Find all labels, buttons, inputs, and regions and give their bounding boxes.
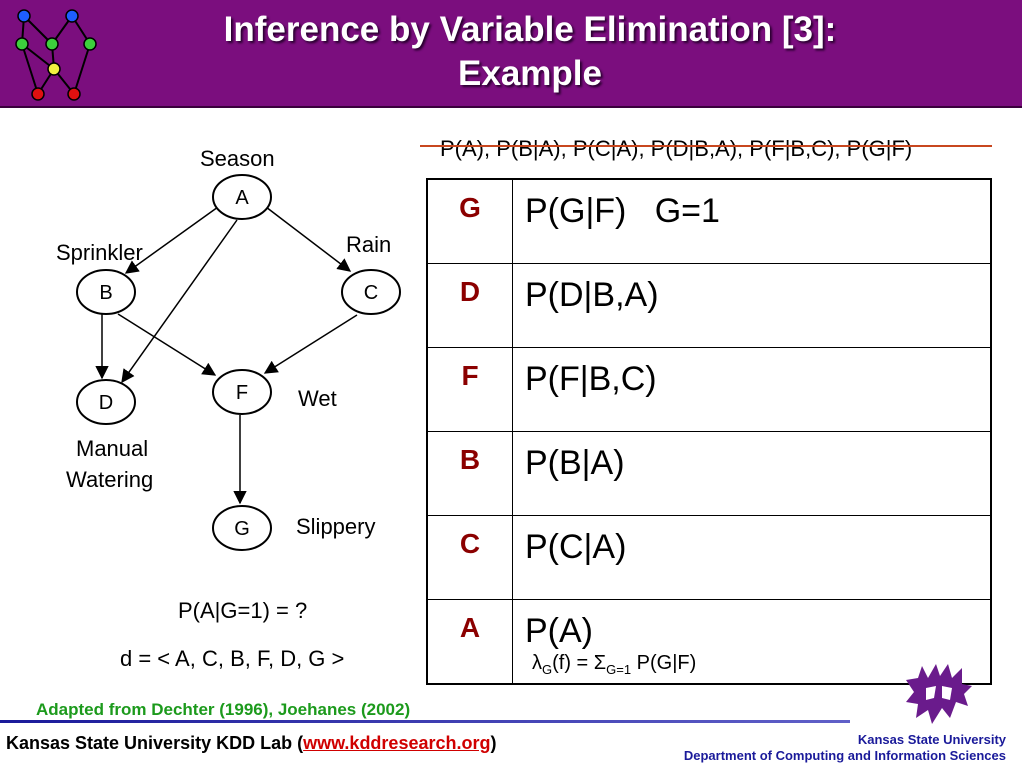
node-b: [76, 269, 136, 315]
lambda-symbol: λ: [532, 652, 542, 674]
bucket-function: P(G|F) G=1: [512, 178, 992, 264]
title-line-1: Inference by Variable Elimination [3]:: [223, 10, 837, 49]
edge-b-f: [117, 313, 217, 376]
attribution: Adapted from Dechter (1996), Joehanes (2…: [36, 700, 411, 719]
node-b-label: B: [99, 282, 112, 304]
bucket-function: P(B|A): [512, 431, 992, 516]
footer-divider: [0, 720, 850, 723]
edge-a-b: [124, 206, 219, 274]
table-row: B P(B|A): [426, 431, 992, 516]
factor-list: P(A), P(B|A), P(C|A), P(D|B,A), P(F|B,C)…: [440, 136, 913, 161]
node-d-label: D: [99, 392, 113, 414]
footer-lab: Kansas State University KDD Lab (www.kdd…: [6, 733, 497, 754]
node-a-label: A: [235, 187, 249, 209]
manual-label: Manual: [76, 436, 149, 461]
bucket-function: P(F|B,C): [512, 347, 992, 432]
slide-title: Inference by Variable Elimination [3]: E…: [140, 8, 920, 96]
lambda-formula: λG(f) = ΣG=1 P(G|F): [532, 652, 696, 677]
node-c-label: C: [364, 282, 378, 304]
kdd-research-link[interactable]: www.kddresearch.org: [303, 733, 491, 753]
strikethrough-line: [420, 145, 992, 147]
bucket-function: P(C|A): [512, 515, 992, 600]
table-row: A P(A): [426, 599, 992, 685]
slippery-label: Slippery: [296, 514, 376, 539]
node-a: [212, 174, 272, 220]
bucket-var: C: [426, 515, 513, 600]
lambda-sum: (f) = Σ: [552, 652, 607, 674]
watering-label: Watering: [66, 467, 154, 492]
edge-c-f: [263, 314, 358, 374]
bucket-table: G P(G|F) G=1 D P(D|B,A) F P(F|B,C) B P(B…: [426, 178, 992, 685]
node-c: [341, 269, 401, 315]
university-name: Kansas State University: [857, 732, 1006, 747]
lambda-factor: P(G|F): [631, 652, 697, 674]
footer-university: Kansas State University Department of Co…: [684, 732, 1006, 764]
bayesian-network-diagram: A B C D F G: [76, 174, 401, 551]
node-d: [76, 379, 136, 425]
node-g-label: G: [234, 518, 250, 540]
table-row: C P(C|A): [426, 515, 992, 600]
bucket-var: F: [426, 347, 513, 432]
edge-a-c: [265, 206, 352, 272]
department-name: Department of Computing and Information …: [683, 748, 1006, 763]
powercat-logo-icon: [906, 664, 972, 724]
table-row: F P(F|B,C): [426, 347, 992, 432]
network-logo-icon: [15, 9, 97, 101]
season-label: Season: [200, 146, 275, 171]
node-f: [212, 369, 272, 415]
title-bar: Inference by Variable Elimination [3]: E…: [0, 0, 1022, 108]
rain-label: Rain: [346, 232, 392, 257]
query-text: P(A|G=1) = ?: [178, 598, 308, 623]
node-g: [212, 505, 272, 551]
bucket-function: P(A): [512, 599, 992, 685]
lambda-subscript: G: [542, 662, 553, 677]
node-f-label: F: [236, 382, 248, 404]
footer-lab-prefix: Kansas State University KDD Lab (: [6, 733, 304, 753]
sprinkler-label: Sprinkler: [56, 240, 143, 265]
bucket-var: A: [426, 599, 513, 685]
footer-lab-suffix: ): [490, 733, 497, 753]
bucket-var: B: [426, 431, 513, 516]
bucket-var: D: [426, 263, 513, 348]
wet-label: Wet: [298, 386, 337, 411]
sum-subscript: G=1: [606, 662, 632, 677]
title-line-2: Example: [458, 54, 602, 93]
table-row: G P(G|F) G=1: [426, 178, 992, 264]
table-row: D P(D|B,A): [426, 263, 992, 348]
bucket-function: P(D|B,A): [512, 263, 992, 348]
bucket-var: G: [426, 178, 513, 264]
elimination-ordering: d = < A, C, B, F, D, G >: [120, 646, 345, 671]
edge-a-d: [121, 219, 238, 384]
